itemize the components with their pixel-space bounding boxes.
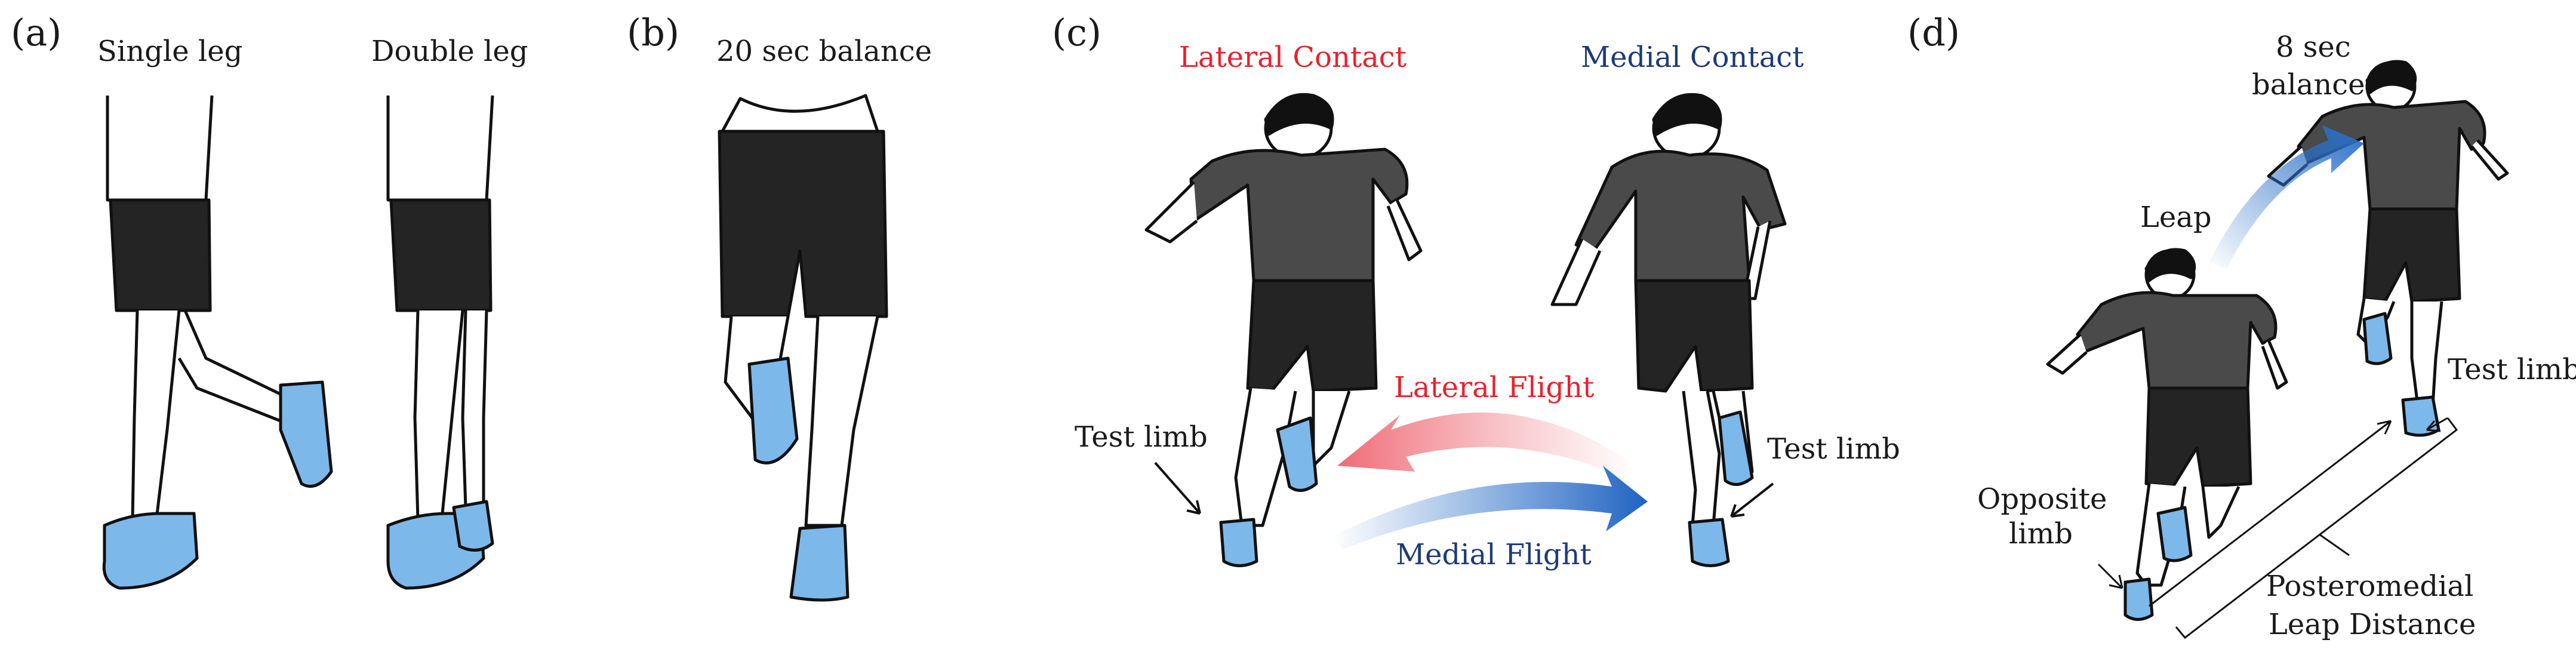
test-limb-label-medial: Test limb [1767, 432, 1900, 466]
lateral-flight-label: Lateral Flight [1394, 371, 1595, 404]
opposite-limb-label-1: Opposite [1977, 482, 2107, 516]
balance-caption: 20 sec balance [716, 35, 932, 68]
panel-a-letter: (a) [11, 11, 62, 54]
medial-contact-figure [1550, 93, 1787, 567]
double-leg-caption: Double leg [371, 35, 528, 68]
test-limb-label-lateral: Test limb [1075, 420, 1208, 454]
panel-b-letter: (b) [627, 11, 680, 54]
medial-flight-arrow [1331, 466, 1648, 549]
leap-arrow [2209, 125, 2364, 269]
bracket-tick [2319, 533, 2350, 556]
opposite-limb-label-2: limb [2009, 517, 2073, 550]
leap-label: Leap [2140, 201, 2212, 234]
leap-distance-label: Leap Distance [2269, 608, 2476, 641]
posteromedial-label: Posteromedial [2266, 570, 2474, 603]
panel-d-letter: (d) [1907, 11, 1961, 54]
medial-contact-label: Medial Contact [1581, 41, 1804, 74]
distance-markings [2097, 417, 2458, 639]
panel-c-letter: (c) [1052, 11, 1102, 54]
distance-bracket [2175, 417, 2458, 639]
test-limb-label-d: Test limb [2448, 353, 2576, 386]
test-limb-pointers-c [1154, 462, 1774, 518]
test-limb-pointer-d [2426, 417, 2448, 431]
single-leg-caption: Single leg [97, 35, 243, 68]
leap-distance-line [2149, 420, 2392, 607]
lateral-flight-arrow [1337, 412, 1636, 478]
opposite-limb-pointer [2097, 563, 2123, 589]
balance-time-label: 8 sec [2276, 30, 2351, 64]
double-leg-figure [386, 95, 494, 590]
lateral-contact-figure [1144, 93, 1423, 567]
leap-start-figure [2046, 248, 2288, 621]
balance-word-label: balance [2252, 68, 2365, 102]
medial-flight-label: Medial Flight [1396, 538, 1592, 571]
lateral-contact-label: Lateral Contact [1179, 41, 1407, 74]
single-leg-figure [102, 95, 333, 590]
balance-figure [718, 94, 888, 602]
